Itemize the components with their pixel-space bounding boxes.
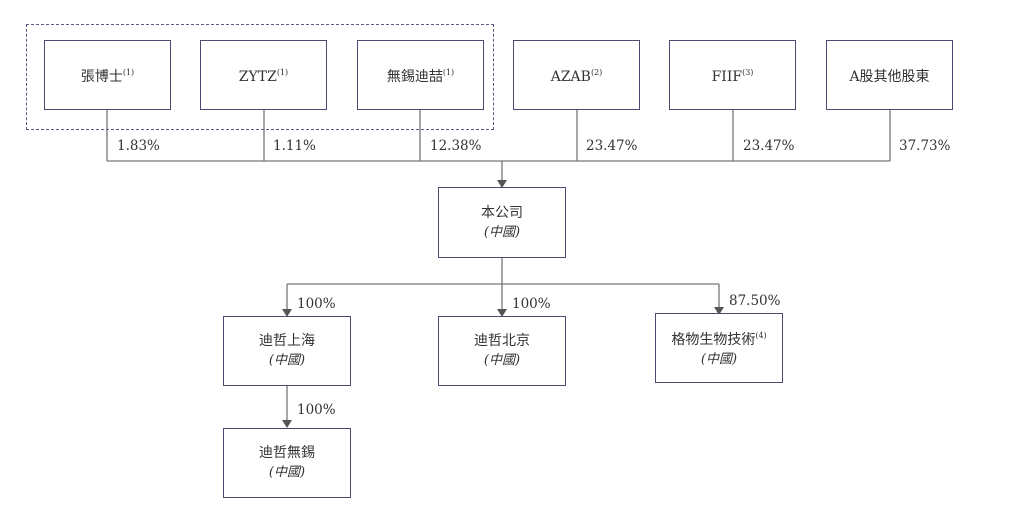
subsidiary-location: (中國) [700, 352, 738, 367]
subsidiary-location: (中國) [483, 353, 521, 368]
company-name: 本公司 [481, 204, 523, 221]
shareholder-label: ZYTZ(1) [239, 63, 288, 87]
ownership-pct: 100% [297, 296, 336, 312]
shareholder-label: 張博士(1) [81, 63, 134, 87]
subsidiary-box: 迪哲無錫 (中國) [223, 428, 351, 498]
shareholder-name: A股其他股東 [849, 69, 930, 85]
ownership-pct: 1.11% [273, 138, 316, 154]
shareholder-box: FIIF(3) [669, 40, 796, 110]
shareholder-label: A股其他股東 [849, 63, 929, 87]
footnote-ref: (4) [755, 331, 767, 340]
shareholder-box: AZAB(2) [513, 40, 640, 110]
shareholder-name: 張博士 [80, 69, 123, 85]
subsidiary-location: (中國) [268, 353, 306, 368]
subsidiary-box: 迪哲上海 (中國) [223, 316, 351, 386]
ownership-pct: 1.83% [117, 138, 160, 154]
ownership-pct: 23.47% [586, 138, 638, 154]
subsidiary-name: 格物生物技術 [671, 332, 756, 348]
shareholder-label: AZAB(2) [551, 63, 603, 87]
group-dashed-border [26, 24, 494, 130]
subsidiary-name: 迪哲上海 [259, 333, 315, 349]
shareholder-name: AZAB [550, 69, 591, 85]
shareholder-box: A股其他股東 [826, 40, 953, 110]
shareholder-box: 張博士(1) [44, 40, 171, 110]
company-location: (中國) [483, 224, 521, 240]
subsidiary-location: (中國) [268, 465, 306, 480]
company-box: 本公司 (中國) [438, 187, 566, 258]
ownership-pct: 12.38% [430, 138, 482, 154]
shareholder-name: FIIF [711, 69, 743, 85]
footnote-ref: (1) [276, 68, 289, 77]
subsidiary-box: 格物生物技術(4) (中國) [655, 313, 783, 383]
shareholder-box: ZYTZ(1) [200, 40, 327, 110]
ownership-pct: 87.50% [729, 293, 781, 309]
subsidiary-name: 迪哲北京 [474, 333, 530, 349]
ownership-pct: 100% [297, 402, 336, 418]
shareholder-label: 無錫迪喆(1) [387, 63, 454, 87]
ownership-pct: 100% [512, 296, 551, 312]
subsidiary-label: 格物生物技術(4) [671, 326, 766, 350]
footnote-ref: (2) [590, 68, 603, 77]
footnote-ref: (1) [442, 68, 455, 77]
ownership-pct: 37.73% [899, 138, 951, 154]
shareholder-name: 無錫迪喆 [386, 69, 443, 85]
ownership-pct: 23.47% [743, 138, 795, 154]
shareholder-name: ZYTZ [238, 69, 277, 85]
footnote-ref: (3) [742, 68, 754, 77]
subsidiary-name: 迪哲無錫 [259, 445, 315, 461]
footnote-ref: (1) [122, 68, 135, 77]
shareholder-box: 無錫迪喆(1) [357, 40, 484, 110]
shareholder-label: FIIF(3) [712, 63, 754, 87]
subsidiary-box: 迪哲北京 (中國) [438, 316, 566, 386]
